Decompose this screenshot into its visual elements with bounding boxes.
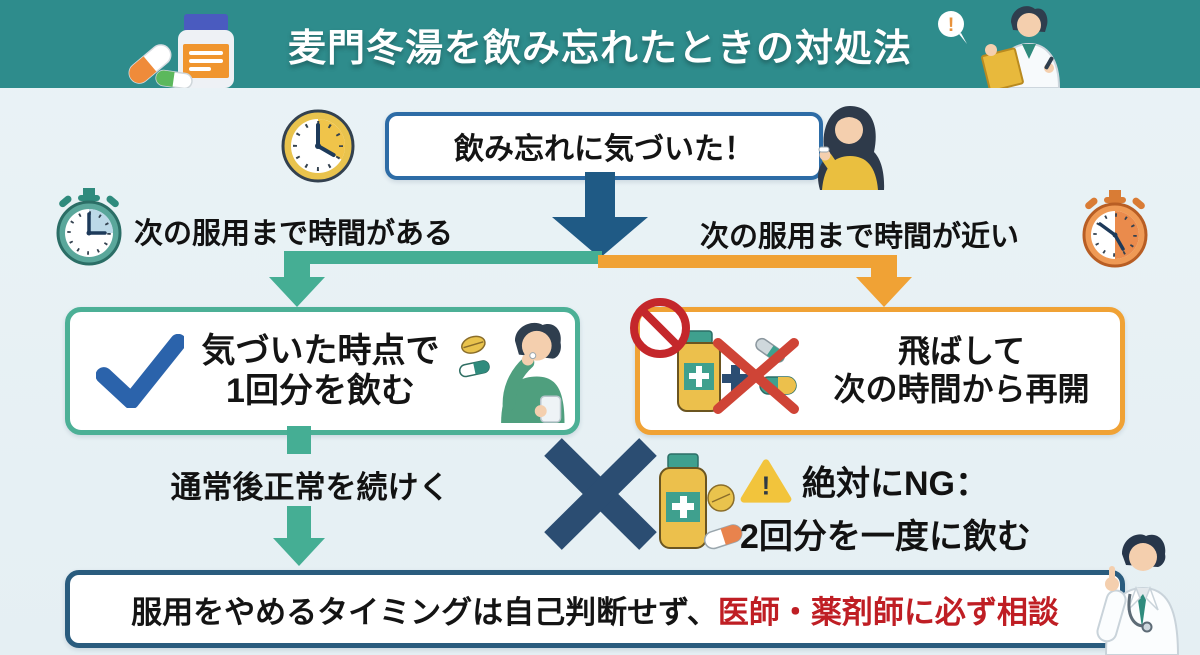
- footer-advice-emphasis: 医師・薬剤師に必ず相談: [717, 594, 1059, 630]
- continue-label: 通常後正常を続けく: [170, 470, 450, 505]
- exclamation-mark: !: [948, 15, 954, 36]
- doctor-with-clipboard-illustration: !: [938, 6, 1061, 88]
- prohibition-icon: [630, 298, 690, 358]
- take-dose-box: 気づいた時点で 1回分を飲む: [65, 307, 580, 435]
- branch-bar-right: [598, 255, 890, 268]
- stopwatch-teal-icon: [56, 188, 122, 266]
- skip-dose-box: 飛ばして 次の時間から再開: [635, 307, 1125, 435]
- checkmark-icon: [96, 334, 184, 408]
- branch-bar-left: [295, 251, 602, 264]
- man-drinking-medicine-illustration: [458, 322, 565, 423]
- take-dose-line2: 1回分を飲む: [226, 372, 415, 410]
- skip-dose-line2: 次の時間から再開: [833, 371, 1090, 407]
- footer-advice-box: 服用をやめるタイミングは自己判断せず、医師・薬剤師に必ず相談: [65, 570, 1125, 648]
- skip-dose-line1: 飛ばして: [897, 333, 1026, 370]
- clock-icon: [281, 109, 355, 183]
- branch-left-label: 次の服用まで時間がある: [134, 218, 454, 250]
- footer-advice-normal: 服用をやめるタイミングは自己判断せず、: [131, 594, 718, 630]
- skip-dose-text: 飛ばして 次の時間から再開: [803, 333, 1120, 409]
- branch-arrowhead-left: [269, 277, 325, 307]
- notice-box: 飲み忘れに気づいた！: [385, 112, 823, 180]
- down-arrow: [552, 172, 648, 258]
- take-dose-text: 気づいた時点で 1回分を飲む: [184, 331, 457, 411]
- ng-line1: 絶対にNG：: [802, 465, 989, 503]
- medicine-bottle-pills-icon: [659, 453, 743, 550]
- take-dose-line1: 気づいた時点で: [201, 331, 440, 370]
- continue-connector-bottom: [287, 506, 311, 540]
- continue-arrowhead: [273, 538, 325, 566]
- pill-bottle-and-capsules-icon: [128, 14, 234, 88]
- ng-line2: 2回分を一度に飲む: [740, 518, 1031, 556]
- big-x-icon: [544, 438, 657, 550]
- branch-arrowhead-right: [856, 277, 912, 307]
- page-title: 麦門冬湯を飲み忘れたときの対処法: [287, 27, 912, 70]
- woman-taking-pill-illustration: [818, 106, 885, 190]
- warning-exclamation-mark: !: [762, 472, 771, 500]
- continue-connector-top: [287, 426, 311, 454]
- branch-drop-left: [284, 251, 310, 279]
- stopwatch-orange-icon: [1082, 190, 1148, 268]
- notice-text: 飲み忘れに気づいた！: [454, 133, 754, 166]
- crossed-out-medicine-icon: [677, 329, 799, 414]
- branch-right-label: 次の服用まで時間が近い: [700, 221, 1020, 253]
- branch-drop-right: [871, 255, 897, 279]
- doctor-pointing-illustration: [1096, 534, 1180, 655]
- ng-warning-text: ! 絶対にNG： 2回分を一度に飲む: [740, 456, 1031, 558]
- warning-triangle-icon: !: [740, 458, 792, 503]
